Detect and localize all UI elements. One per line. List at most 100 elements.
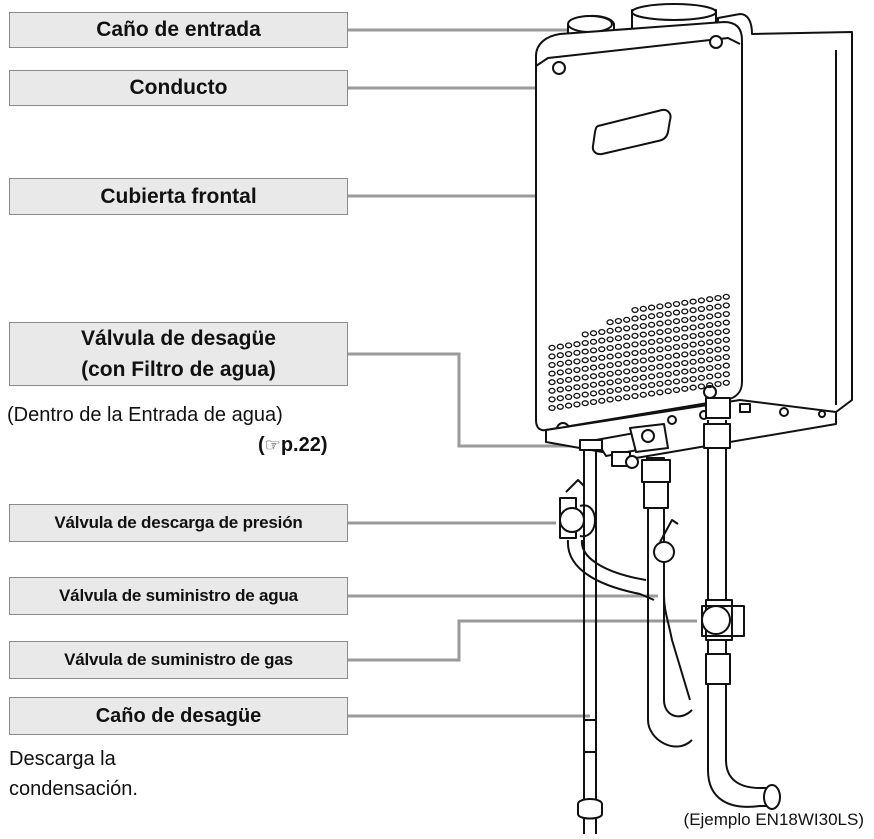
vent-hole [589, 398, 598, 406]
vent-hole [564, 393, 573, 401]
vent-hole [614, 326, 623, 333]
vent-hole [714, 355, 722, 362]
vent-hole [548, 404, 556, 412]
vent-hole [556, 369, 564, 376]
page-reference: (☞p.22) [258, 434, 328, 456]
vent-hole [689, 358, 697, 365]
vent-hole [631, 375, 639, 382]
vent-hole [647, 313, 656, 320]
vent-hole [714, 329, 722, 336]
vent-hole [548, 379, 556, 386]
vent-hole [606, 362, 614, 369]
vent-hole [623, 342, 631, 349]
vent-hole [581, 374, 589, 381]
vent-hole [614, 343, 623, 350]
vent-hole [672, 343, 681, 351]
vent-hole [714, 303, 722, 310]
vent-hole [598, 346, 606, 353]
water-heater [535, 3, 853, 834]
vent-hole [664, 327, 672, 335]
vent-hole [706, 356, 714, 363]
vent-hole [639, 357, 647, 364]
vent-hole [664, 302, 672, 309]
vent-hole [598, 371, 606, 379]
vent-hole [589, 330, 598, 337]
page-reference-text: p.22) [280, 434, 328, 456]
vent-hole [722, 328, 730, 335]
vent-hole [656, 320, 664, 327]
vent-hole [581, 365, 589, 372]
vent-hole [573, 401, 581, 408]
vent-hole [614, 369, 623, 376]
vent-hole [564, 368, 573, 375]
drain-pipe-note-line1: Descarga la [9, 748, 116, 770]
vent-hole [623, 385, 631, 392]
vent-hole [672, 386, 681, 394]
drain-valve-note: (Dentro de la Entrada de agua) [7, 404, 283, 426]
vent-hole [631, 306, 639, 314]
vent-hole [556, 386, 564, 393]
vent-hole [598, 328, 606, 336]
vent-hole [631, 384, 639, 391]
pressure-relief-valve-label: Válvula de descarga de presión [9, 504, 348, 542]
vent-hole [664, 388, 672, 395]
vent-hole [556, 343, 564, 350]
vent-hole [664, 362, 672, 369]
vent-hole [697, 340, 706, 347]
vent-hole [656, 311, 664, 319]
drain-pipe-note-line2: condensación. [9, 778, 138, 800]
vent-hole [631, 358, 639, 365]
vent-hole [589, 373, 598, 380]
vent-hole [681, 351, 689, 358]
drain-valve-label-line1: Válvula de desagüe [81, 327, 276, 350]
vent-hole [656, 337, 664, 344]
vent-hole [689, 367, 697, 374]
vent-hole [573, 349, 581, 356]
vent-hole [606, 396, 614, 403]
gas-supply-valve-label: Válvula de suministro de gas [9, 641, 348, 679]
vent-hole [598, 337, 606, 344]
vent-hole [697, 297, 706, 304]
vent-hole [647, 373, 656, 380]
vent-hole [672, 335, 681, 342]
vent-hole [647, 321, 656, 328]
vent-hole [631, 341, 639, 348]
vent-hole [564, 385, 573, 392]
vent-hole [548, 361, 556, 369]
vent-hole [631, 332, 639, 339]
vent-hole [706, 321, 714, 329]
inlet-pipe-label: Caño de entrada [9, 12, 348, 48]
vent-hole [581, 339, 589, 347]
vent-hole [623, 394, 631, 401]
vent-hole [647, 381, 656, 389]
vent-hole [606, 336, 614, 343]
vent-hole [556, 403, 564, 410]
duct-label: Conducto [9, 70, 348, 106]
vent-hole [614, 317, 623, 325]
vent-hole [697, 348, 706, 356]
vent-hole [606, 353, 614, 360]
vent-hole [639, 374, 647, 381]
vent-hole [548, 370, 556, 377]
vent-hole [614, 352, 623, 359]
vent-hole [639, 331, 647, 338]
vent-hole [722, 319, 730, 326]
vent-hole [606, 327, 614, 334]
vent-hole [556, 377, 564, 385]
vent-hole [614, 378, 623, 385]
vent-hole [681, 359, 689, 367]
vent-hole [697, 374, 706, 381]
vent-hole [589, 347, 598, 354]
vent-hole [681, 377, 689, 384]
vent-hole [714, 346, 722, 353]
vent-hole [556, 352, 564, 359]
vent-hole [614, 386, 623, 393]
vent-hole [722, 302, 730, 309]
vent-hole [564, 376, 573, 383]
vent-hole [689, 341, 697, 348]
vent-hole [614, 360, 623, 368]
vent-hole [681, 316, 689, 324]
vent-hole [681, 334, 689, 341]
vent-hole [647, 338, 656, 346]
